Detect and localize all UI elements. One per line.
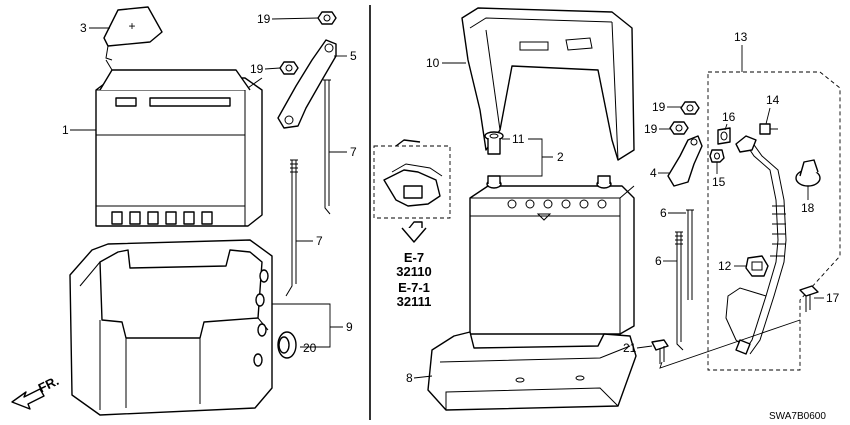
callout-7-b: 7 — [316, 234, 323, 248]
callout-20: 20 — [303, 341, 317, 355]
callout-18: 18 — [801, 201, 815, 215]
washer — [717, 127, 731, 145]
callout-8: 8 — [406, 371, 413, 385]
terminal-bolt-small — [759, 123, 778, 135]
terminal-nut — [709, 149, 725, 163]
cable-detail-box — [373, 139, 451, 219]
cable-clip — [745, 255, 769, 277]
battery-box — [69, 239, 273, 416]
battery-tray — [427, 331, 637, 411]
callout-19-a: 19 — [257, 12, 271, 26]
callout-4: 4 — [650, 166, 657, 180]
callout-3: 3 — [80, 21, 87, 35]
grommet — [277, 331, 297, 359]
callout-9: 9 — [346, 320, 353, 334]
battery-rod-long — [323, 79, 331, 215]
callout-7-a: 7 — [350, 145, 357, 159]
flange-bolt-17 — [799, 285, 819, 312]
callout-6-a: 6 — [660, 206, 667, 220]
callout-21: 21 — [623, 341, 637, 355]
battery-rod-right-upper — [686, 209, 694, 300]
terminal-cap — [795, 159, 821, 187]
callout-2: 2 — [557, 150, 564, 164]
callout-6-b: 6 — [655, 254, 662, 268]
reference-arrow-icon — [401, 221, 427, 243]
terminal-bolt — [484, 131, 504, 155]
ref1-code: 32110 — [396, 264, 431, 279]
nut-right-mid — [669, 121, 689, 135]
callout-5: 5 — [350, 49, 357, 63]
callout-17: 17 — [826, 291, 840, 305]
battery-left — [95, 59, 263, 227]
battery-box-cover — [461, 7, 635, 161]
battery-setting-plate-right — [667, 135, 703, 187]
battery-cable-assembly — [707, 71, 841, 371]
callout-15: 15 — [712, 175, 726, 189]
nut-left-mid — [279, 61, 299, 75]
nut-right-top — [680, 101, 700, 115]
diagram-code: SWA7B0600 — [769, 411, 826, 422]
ref1-section: E-7 — [404, 250, 424, 265]
callout-19-b: 19 — [250, 62, 264, 76]
callout-10: 10 — [426, 56, 440, 70]
battery-rod-right-lower — [675, 231, 684, 351]
callout-14: 14 — [766, 93, 780, 107]
callout-19-c: 19 — [652, 100, 666, 114]
front-arrow-icon: FR. — [11, 373, 61, 410]
battery-setting-plate — [277, 39, 337, 129]
ref2-section: E-7-1 — [398, 280, 430, 295]
flange-bolt-21 — [651, 339, 669, 364]
callout-12: 12 — [718, 259, 732, 273]
ref2-code: 32111 — [397, 294, 432, 309]
callout-13: 13 — [734, 30, 748, 44]
terminal-cover: + — [103, 6, 163, 61]
callout-19-d: 19 — [644, 122, 658, 136]
callout-11: 11 — [512, 132, 525, 146]
battery-rod-short — [285, 159, 298, 297]
battery-right — [469, 175, 635, 335]
nut-left-top — [317, 11, 337, 25]
callout-1: 1 — [62, 123, 69, 137]
plus-terminal-symbol: + — [128, 19, 135, 33]
callout-16: 16 — [722, 110, 736, 124]
